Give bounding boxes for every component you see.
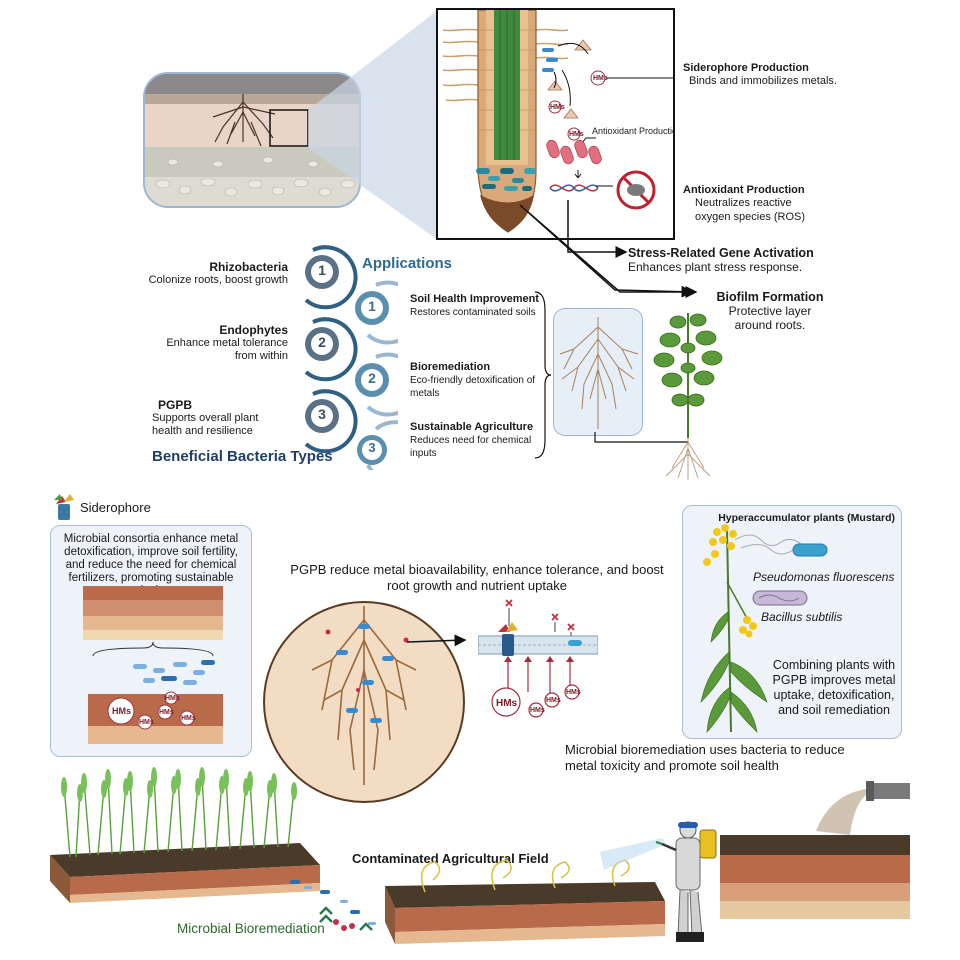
antioxidant-inner-label: Antioxidant Production (592, 126, 673, 136)
micro-bioremediation-label: Microbial Bioremediation (177, 921, 325, 936)
root-to-membrane-arrow (406, 634, 467, 647)
membrane-diagram: HMs HMs HMs HMs (478, 599, 598, 718)
mustard-plant-illustration (700, 524, 768, 733)
bacteria-num-2: 2 (318, 334, 326, 350)
application-item-title: Sustainable Agriculture (410, 421, 534, 433)
bacteria-item-desc: Supports overall plant health and resili… (152, 412, 259, 437)
callout-stress: Stress-Related Gene Activation Enhances … (628, 246, 858, 274)
callout-title: Siderophore Production (683, 62, 809, 74)
root-system-panel (553, 308, 643, 436)
callout-antioxidant: Antioxidant Production Neutralizes react… (683, 184, 843, 224)
wheat-field-illustration (50, 767, 320, 903)
root-zoom-box: HMs HMs HMs Antioxidant Production (436, 8, 682, 240)
hms-label: HMs (593, 75, 608, 82)
zoom-wedge (308, 10, 438, 240)
root-circle-illustration (263, 601, 465, 803)
bacteria-item-title: Endophytes (219, 323, 288, 337)
application-item-desc: Restores contaminated soils (410, 307, 536, 318)
hms-label: HMs (566, 689, 581, 696)
sprayer-worker-illustration (600, 821, 717, 942)
bacteria-item-rhizobacteria: Rhizobacteria Colonize roots, boost grow… (130, 260, 288, 287)
callout-desc: Binds and immobilizes metals. (689, 75, 837, 87)
biofilm-arrow (519, 204, 694, 298)
hms-label: HMs (546, 697, 561, 704)
bacteria-item-title: Rhizobacteria (209, 260, 288, 274)
bacteria-num-1: 1 (318, 262, 326, 278)
bacillus-illustration (752, 590, 808, 606)
spiral-circles (304, 245, 398, 470)
pgpb-text: PGPB reduce metal bioavailability, enhan… (290, 562, 664, 593)
application-item-title: Soil Health Improvement (410, 293, 539, 305)
application-item-soil-health: Soil Health Improvement Restores contami… (410, 292, 550, 319)
panel-connector (594, 432, 688, 443)
combining-text: Combining plants with PGPB improves meta… (772, 658, 896, 717)
siderophore-label: Siderophore (80, 500, 151, 515)
application-item-title: Bioremediation (410, 361, 491, 373)
consortia-panel: Microbial consortia enhance metal detoxi… (50, 525, 252, 757)
hms-label: HMs (569, 131, 584, 138)
application-num-1: 1 (368, 298, 376, 314)
bacteria-item-endophytes: Endophytes Enhance metal tolerance from … (150, 323, 288, 363)
bacteria-num-3: 3 (318, 406, 326, 422)
pseudomonas-illustration (734, 534, 828, 557)
bacteria-item-pgpb: PGPB Supports overall plant health and r… (140, 398, 288, 438)
hms-label: HMs (165, 695, 180, 702)
callout-biofilm: Biofilm Formation Protective layer aroun… (695, 290, 845, 332)
hms-label: HMs (181, 715, 196, 722)
siderophore-icon (54, 494, 74, 520)
callout-siderophore: Siderophore Production Binds and immobil… (683, 62, 843, 88)
application-item-desc: Eco-friendly detoxification of metals (410, 375, 536, 399)
hms-label: HMs (159, 709, 174, 716)
hms-label: HMs (139, 719, 154, 726)
micro-bio-text: Microbial bioremediation uses bacteria t… (565, 742, 845, 773)
applications-heading: Applications (362, 255, 453, 272)
callout-title: Antioxidant Production (683, 184, 805, 196)
bacteria-types-heading: Beneficial Bacteria Types (152, 448, 333, 465)
contaminated-field-illustration (385, 859, 665, 944)
bacteria-item-desc: Enhance metal tolerance from within (166, 337, 288, 362)
callout-desc: Enhances plant stress response. (628, 260, 803, 274)
callout-title: Stress-Related Gene Activation (628, 246, 814, 260)
callout-title: Biofilm Formation (716, 290, 824, 304)
application-item-bioremediation: Bioremediation Eco-friendly detoxificati… (410, 360, 540, 400)
bracket (534, 291, 552, 459)
soybean-plant-illustration (653, 313, 723, 480)
hyper-title: Hyperaccumulator plants (Mustard) (718, 512, 895, 524)
hms-label: HMs (496, 698, 518, 709)
bacteria-item-desc: Colonize roots, boost growth (148, 274, 288, 286)
callout-desc: Protective layer around roots. (728, 304, 812, 332)
hms-label: HMs (112, 706, 131, 716)
callout-desc: Neutralizes reactive oxygen species (ROS… (695, 197, 806, 223)
bacteria-scatter (290, 880, 376, 931)
hms-label: HMs (530, 707, 545, 714)
application-item-desc: Reduces need for chemical inputs (410, 435, 532, 459)
hms-label: HMs (550, 104, 565, 111)
consortia-soil-layers: HMs HMs HMs HMs HMs (83, 586, 223, 744)
application-num-2: 2 (368, 370, 376, 386)
hyperaccumulator-panel: Hyperaccumulator plants (Mustard) Pseudo… (682, 505, 902, 739)
industrial-runoff-illustration (720, 781, 910, 919)
application-num-3: 3 (368, 440, 376, 455)
bacteria-label-bacillus: Bacillus subtilis (761, 610, 843, 624)
bacteria-item-title: PGPB (158, 398, 193, 412)
bacteria-label-pseudomonas: Pseudomonas fluorescens (753, 570, 895, 584)
application-item-sustainable-agriculture: Sustainable Agriculture Reduces need for… (410, 420, 540, 460)
